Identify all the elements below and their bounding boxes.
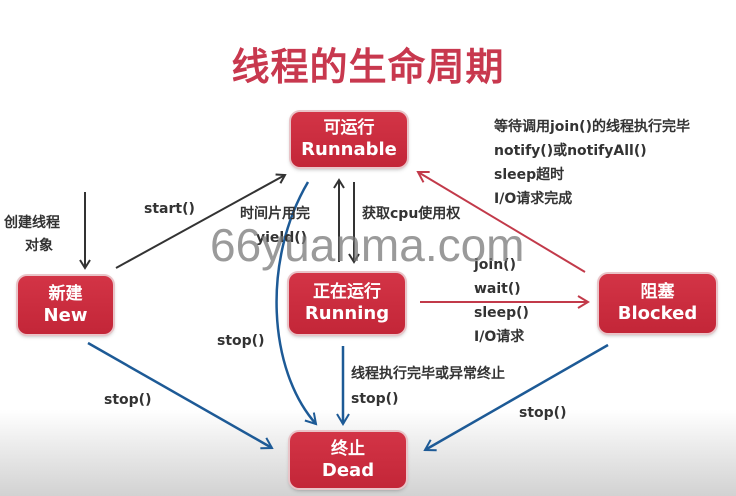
blocked-stop-arrow xyxy=(423,343,609,452)
state-new-en: New xyxy=(43,304,88,326)
watermark-text: 66yuanma.com xyxy=(210,219,525,271)
state-dead-cn: 终止 xyxy=(331,438,365,459)
label-runnable-stop: stop() xyxy=(217,333,265,349)
label-time-slice: 时间片用完 xyxy=(240,206,310,222)
label-running-end: 线程执行完毕或异常终止 stop() xyxy=(351,366,505,407)
start-arrow xyxy=(115,173,287,269)
unblock-arrow xyxy=(416,170,586,273)
state-blocked: 阻塞 Blocked xyxy=(599,274,716,333)
label-block-conditions: join() wait() sleep() I/O请求 xyxy=(474,257,529,345)
page-title: 线程的生命周期 xyxy=(231,45,505,89)
state-dead-en: Dead xyxy=(321,459,375,481)
state-runnable-en: Runnable xyxy=(301,139,397,160)
state-new: 新建 New xyxy=(18,276,113,334)
state-dead: 终止 Dead xyxy=(290,432,406,488)
state-running-cn: 正在运行 xyxy=(313,282,381,302)
label-unblock-conditions: 等待调用join()的线程执行完毕 notify()或notifyAll() s… xyxy=(494,119,690,207)
label-start: start() xyxy=(144,201,195,217)
label-yield: yield() xyxy=(256,230,308,246)
state-running-en: Running xyxy=(304,303,390,324)
state-running: 正在运行 Running xyxy=(289,273,405,334)
state-new-cn: 新建 xyxy=(48,283,83,304)
new-stop-arrow xyxy=(87,341,274,450)
state-blocked-en: Blocked xyxy=(617,303,698,324)
label-new-stop: stop() xyxy=(104,392,152,408)
label-create-thread: 创建线程 对象 xyxy=(4,215,60,254)
state-runnable: 可运行 Runnable xyxy=(291,112,407,167)
label-get-cpu: 获取cpu使用权 xyxy=(362,206,461,222)
state-blocked-cn: 阻塞 xyxy=(640,282,675,302)
runnable-stop-arrow xyxy=(275,181,318,426)
state-runnable-cn: 可运行 xyxy=(323,118,375,138)
label-blocked-stop: stop() xyxy=(519,405,567,421)
